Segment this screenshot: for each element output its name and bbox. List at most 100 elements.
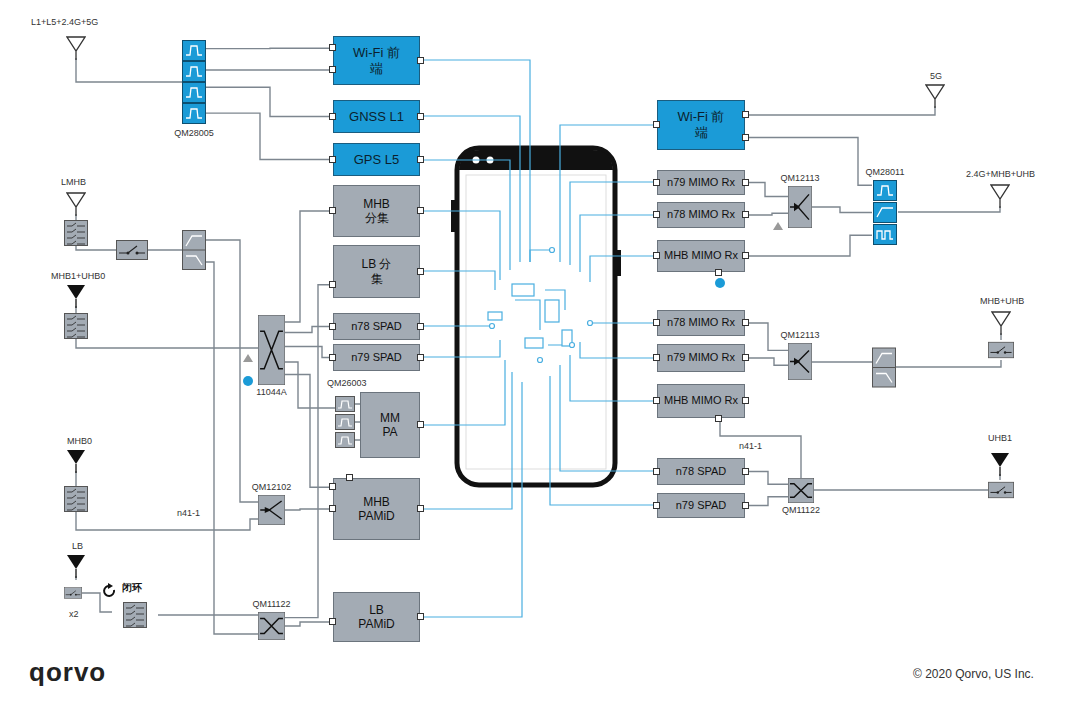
baseband-wire	[420, 340, 500, 357]
rf-wire	[895, 360, 1001, 367]
baseband-wire	[420, 160, 510, 270]
chip-traces	[588, 321, 593, 326]
rf-part: QM12113	[788, 343, 812, 380]
signal-line	[745, 497, 788, 506]
box-label: MHB PAMiD	[352, 495, 402, 524]
rf-wire	[76, 512, 258, 530]
signal-line	[745, 472, 788, 485]
rf-wire	[814, 489, 988, 490]
rf-module-box: n78 SPAD	[333, 313, 420, 340]
port-square	[742, 319, 749, 326]
rf-part: QM11122	[258, 612, 285, 640]
port-square	[715, 415, 722, 422]
rf-part: QM28005	[182, 40, 206, 126]
box-label: n79 MIMO Rx	[667, 351, 735, 364]
port-square	[329, 113, 336, 120]
port-square	[417, 156, 424, 163]
port-square	[329, 483, 336, 490]
baseband-wire	[590, 256, 657, 282]
baseband-wire	[590, 322, 657, 323]
signal-line	[206, 87, 333, 116]
box-label: n79 SPAD	[351, 351, 402, 364]
port-square	[329, 281, 336, 288]
port-square	[742, 397, 749, 404]
rf-component	[988, 342, 1013, 357]
rf-wire	[158, 614, 258, 615]
rf-component	[64, 588, 81, 599]
box-label: LB 分集	[357, 257, 397, 286]
rf-component	[874, 181, 897, 201]
text-label: LB	[71, 542, 84, 552]
signal-line	[206, 48, 333, 50]
rf-component	[773, 222, 783, 230]
part-number: 11044A	[255, 388, 287, 398]
part-number: QM28005	[173, 129, 215, 139]
rf-component	[243, 376, 253, 386]
baseband-wire	[515, 250, 572, 345]
rf-wire	[148, 249, 182, 250]
port-square	[417, 421, 424, 428]
rf-component	[715, 278, 725, 288]
chip-traces	[512, 284, 534, 296]
box-label: GNSS L1	[349, 109, 404, 125]
rf-component	[992, 312, 1010, 335]
rf-part: QM12113	[788, 186, 812, 228]
text-label: MHB+UHB	[979, 297, 1025, 307]
signal-line	[812, 207, 872, 213]
port-square	[653, 354, 660, 361]
port-square	[329, 323, 336, 330]
rf-component	[336, 433, 355, 448]
box-label: MHB MIMO Rx	[664, 394, 738, 407]
port-square	[417, 57, 424, 64]
port-square	[417, 268, 424, 275]
rf-wire	[76, 246, 116, 250]
baseband-wire	[420, 382, 522, 617]
baseband-wire	[420, 325, 492, 326]
text-label: L1+L5+2.4G+5G	[30, 18, 99, 28]
rf-component	[67, 37, 85, 60]
port-square	[653, 211, 660, 218]
text-label: 闭环	[121, 582, 143, 593]
port-square	[653, 179, 660, 186]
port-square	[742, 354, 749, 361]
port-square	[742, 211, 749, 218]
port-square	[742, 468, 749, 475]
port-square	[417, 354, 424, 361]
baseband-wire	[420, 116, 520, 262]
rf-component	[874, 225, 897, 245]
rf-component	[182, 231, 206, 270]
rf-component	[336, 397, 355, 412]
rf-module-box: LB 分集	[333, 245, 420, 298]
port-square	[653, 397, 660, 404]
signal-line	[285, 211, 333, 322]
signal-line	[285, 622, 333, 626]
chip-traces	[538, 358, 543, 363]
box-label: n78 SPAD	[351, 320, 402, 333]
rf-component	[258, 495, 285, 525]
rf-component	[67, 555, 85, 578]
rf-component	[124, 603, 147, 628]
port-square	[742, 179, 749, 186]
rf-component	[183, 62, 206, 82]
text-label: n41-1	[738, 442, 763, 452]
rf-module-box: n79 SPAD	[657, 493, 745, 518]
rf-module-box: MHB MIMO Rx	[657, 384, 745, 418]
signal-line	[745, 138, 872, 186]
signal-line	[285, 347, 333, 358]
rf-module-box: MHB PAMiD	[333, 478, 420, 540]
baseband-wire	[420, 211, 500, 280]
baseband-wire	[570, 182, 657, 265]
port-square	[653, 468, 660, 475]
text-label: UHB1	[987, 434, 1013, 444]
port-square	[329, 505, 336, 512]
rf-component	[108, 583, 113, 589]
rf-module-box: n78 MIMO Rx	[657, 202, 745, 228]
box-label: n78 MIMO Rx	[667, 316, 735, 329]
rf-module-box: MHB MIMO Rx	[657, 240, 745, 272]
port-square	[329, 44, 336, 51]
rf-module-box: n78 MIMO Rx	[657, 310, 745, 336]
part-number: QM28011	[865, 168, 906, 178]
port-square	[742, 111, 749, 118]
rf-module-box: n79 MIMO Rx	[657, 170, 745, 195]
